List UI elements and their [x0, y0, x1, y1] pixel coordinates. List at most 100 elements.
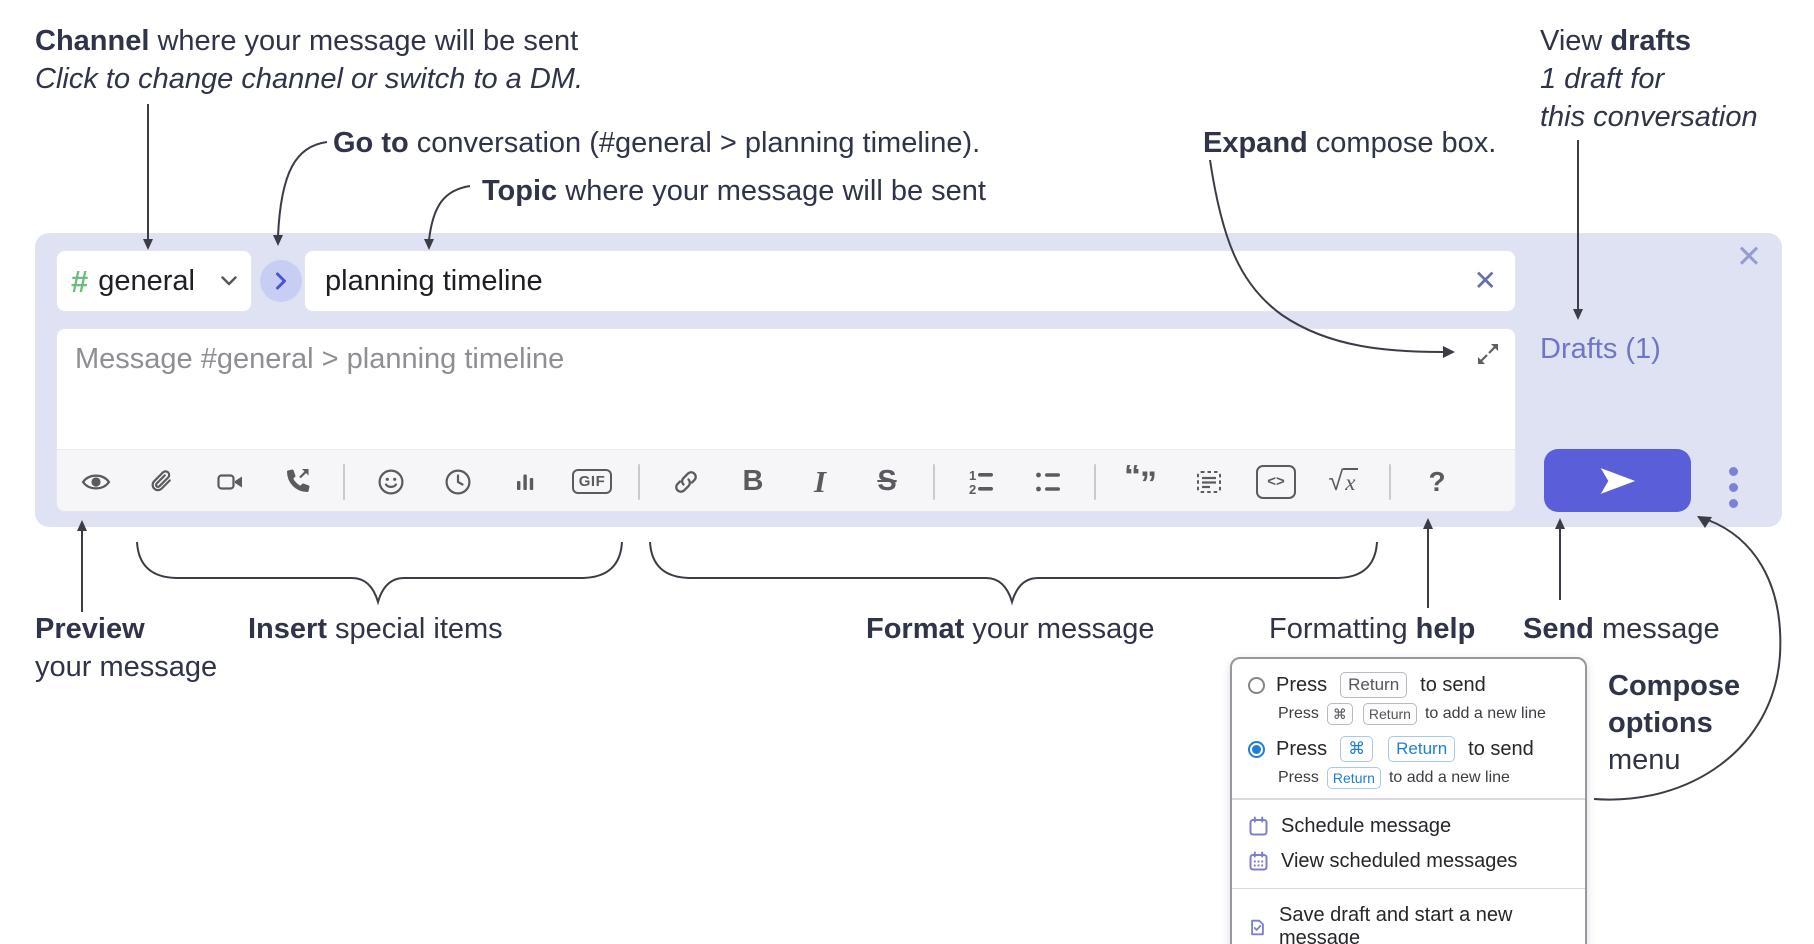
message-input[interactable] — [57, 329, 1515, 449]
calendar-icon — [1249, 816, 1268, 835]
goto-conversation-button[interactable] — [260, 260, 302, 302]
return-keycap: Return — [1388, 736, 1456, 762]
svg-text:1: 1 — [969, 468, 976, 483]
return-keycap: Return — [1326, 767, 1381, 789]
toolbar-divider — [933, 463, 935, 500]
topic-arrow-curve — [428, 185, 471, 241]
formatting-help-annotation: Formatting help — [1269, 613, 1476, 645]
help-icon[interactable]: ? — [1416, 459, 1458, 505]
poll-chart-icon[interactable] — [504, 459, 546, 505]
send-icon — [1600, 467, 1635, 494]
gif-icon[interactable]: GIF — [571, 459, 613, 505]
channel-selector[interactable]: # general — [56, 250, 252, 312]
close-icon[interactable]: ✕ — [1736, 239, 1762, 274]
compose-options-annotation: Compose options menu — [1608, 670, 1741, 776]
svg-text:”: ” — [1140, 465, 1157, 499]
compose-options-button[interactable] — [1713, 461, 1753, 513]
preview-eye-icon[interactable] — [75, 459, 117, 505]
option-return-to-send[interactable]: Press Return to send — [1248, 672, 1569, 698]
cmd-keycap: ⌘ — [1326, 703, 1353, 725]
view-drafts-annotation: View drafts 1 draft for this conversatio… — [1540, 25, 1758, 133]
format-brace — [649, 541, 1378, 606]
option-cmd-return-subtext: Press Return to add a new line — [1278, 767, 1569, 789]
channel-name: general — [98, 264, 195, 297]
strike-glyph: S — [877, 465, 897, 497]
compose-box: # general ✕ ✕ — [35, 233, 1782, 527]
chevron-down-icon — [221, 276, 237, 286]
return-keycap: Return — [1362, 703, 1417, 725]
italic-icon[interactable]: I — [799, 459, 841, 505]
send-button[interactable] — [1544, 449, 1691, 512]
goto-annotation: Go to conversation (#general > planning … — [333, 127, 981, 159]
topic-input[interactable] — [323, 263, 1474, 299]
menu-item-label: Schedule message — [1281, 814, 1452, 837]
link-icon[interactable] — [665, 459, 707, 505]
option-text: to send — [1420, 673, 1486, 696]
calendar-grid-icon — [1249, 851, 1268, 870]
video-camera-icon[interactable] — [209, 459, 251, 505]
bold-icon[interactable]: B — [732, 459, 774, 505]
insert-brace — [136, 541, 623, 606]
draft-document-icon — [1251, 919, 1264, 935]
formula-glyph: √x — [1328, 466, 1358, 496]
code-block-icon[interactable]: <> — [1255, 459, 1297, 505]
formula-icon[interactable]: √x — [1322, 459, 1364, 505]
goto-arrow-curve — [277, 141, 328, 237]
bulleted-list-icon[interactable] — [1027, 459, 1069, 505]
topic-annotation: Topic where your message will be sent — [482, 175, 986, 207]
cmd-keycap: ⌘ — [1340, 736, 1374, 762]
format-annotation: Format your message — [866, 613, 1155, 645]
bold-glyph: B — [742, 465, 764, 497]
italic-glyph: I — [813, 463, 827, 499]
toolbar-braces — [136, 541, 1378, 606]
menu-item-label: View scheduled messages — [1281, 849, 1518, 872]
menu-item-save-draft[interactable]: Save draft and start a new message — [1248, 898, 1569, 944]
text-snippet-icon[interactable] — [1188, 459, 1230, 505]
option-text: Press — [1276, 673, 1328, 696]
send-options-menu: Press Return to send Press ⌘ Return to a… — [1230, 657, 1587, 944]
clock-icon[interactable] — [437, 459, 479, 505]
more-options-dots-icon — [1728, 482, 1738, 492]
menu-item-view-scheduled[interactable]: View scheduled messages — [1248, 844, 1569, 879]
help-glyph: ? — [1428, 465, 1446, 497]
message-area: GIF B I S 12 “” — [56, 328, 1516, 512]
toolbar-divider — [1389, 463, 1391, 500]
insert-annotation: Insert special items — [248, 613, 503, 645]
toolbar-divider — [1094, 463, 1096, 500]
svg-text:“: “ — [1124, 465, 1141, 495]
option-cmd-return-to-send[interactable]: Press ⌘ Return to send — [1248, 736, 1569, 762]
more-options-dots-icon — [1728, 466, 1738, 476]
topic-input-wrapper: ✕ — [304, 250, 1516, 312]
preview-annotation: Preview your message — [35, 613, 218, 683]
return-keycap: Return — [1340, 672, 1408, 698]
more-options-dots-icon — [1728, 498, 1738, 508]
menu-item-label: Save draft and start a new message — [1279, 904, 1513, 944]
option-return-subtext: Press ⌘ Return to add a new line — [1278, 703, 1569, 725]
toolbar-divider — [638, 463, 640, 500]
channel-hash-icon: # — [71, 263, 89, 299]
expand-annotation: Expand compose box. — [1203, 127, 1497, 159]
expand-icon[interactable] — [1475, 341, 1501, 367]
drafts-link[interactable]: Drafts (1) — [1540, 333, 1661, 365]
option-text: Press — [1276, 737, 1328, 760]
gif-label: GIF — [571, 469, 613, 494]
strikethrough-icon[interactable]: S — [866, 459, 908, 505]
radio-unselected-icon[interactable] — [1248, 676, 1265, 694]
radio-selected-icon[interactable] — [1248, 740, 1265, 758]
menu-divider — [1232, 887, 1585, 889]
menu-item-schedule-message[interactable]: Schedule message — [1248, 809, 1569, 844]
phone-call-icon[interactable] — [276, 459, 318, 505]
paperclip-icon[interactable] — [142, 459, 184, 505]
option-text: to send — [1468, 737, 1534, 760]
channel-annotation: Channel where your message will be sent … — [35, 25, 584, 95]
send-annotation: Send message — [1523, 613, 1720, 645]
chevron-right-icon — [276, 272, 286, 290]
menu-divider — [1232, 798, 1585, 800]
blockquote-icon[interactable]: “” — [1121, 459, 1163, 505]
emoji-smiley-icon[interactable] — [370, 459, 412, 505]
clear-topic-icon[interactable]: ✕ — [1473, 265, 1497, 296]
toolbar-divider — [343, 463, 345, 500]
